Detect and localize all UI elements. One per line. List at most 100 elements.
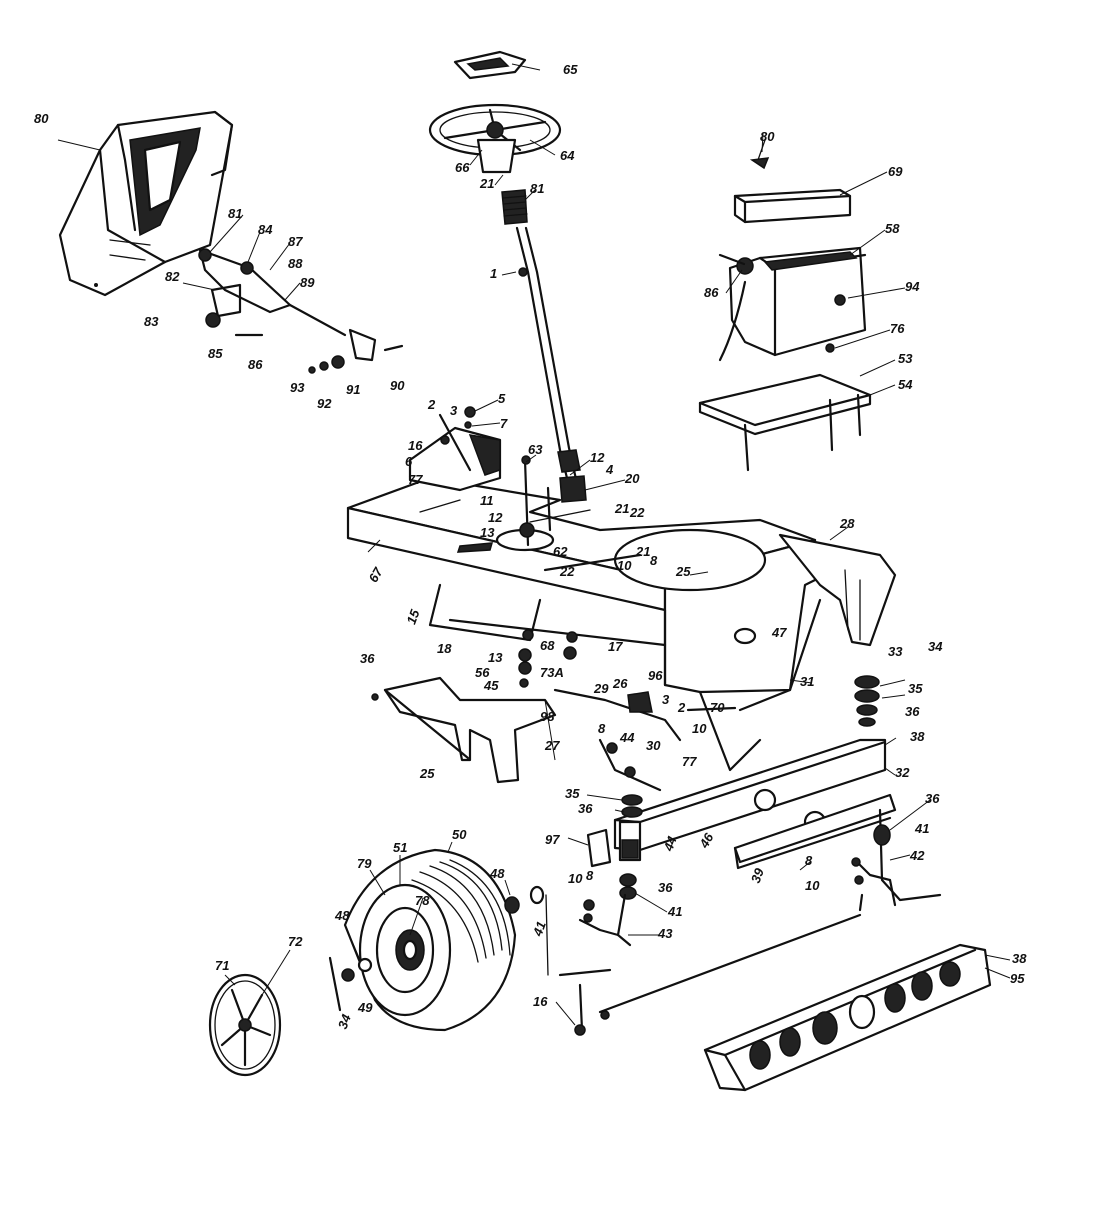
callout-87: 87	[288, 234, 303, 249]
callout-67: 67	[365, 564, 386, 585]
callout-8: 8	[805, 853, 813, 868]
steering-sector	[408, 406, 502, 492]
callout-90: 90	[390, 378, 405, 393]
seat-spring-bracket	[198, 248, 404, 374]
callout-54: 54	[898, 377, 913, 392]
callout-22: 22	[629, 505, 645, 520]
callout-11: 11	[480, 493, 494, 508]
callout-41: 41	[914, 821, 929, 836]
callout-10: 10	[805, 878, 820, 893]
callout-21: 21	[635, 544, 650, 559]
callout-72: 72	[288, 934, 303, 949]
callout-49: 49	[357, 1000, 373, 1015]
callout-98: 98	[540, 709, 555, 724]
callout-65: 65	[563, 62, 578, 77]
callout-36: 36	[925, 791, 940, 806]
callout-17: 17	[608, 639, 623, 654]
callout-32: 32	[895, 765, 910, 780]
callout-27: 27	[544, 738, 560, 753]
callout-63: 63	[528, 442, 543, 457]
callout-16: 16	[533, 994, 548, 1009]
callout-46: 46	[696, 830, 717, 852]
callout-70: 70	[710, 700, 725, 715]
callout-8: 8	[598, 721, 606, 736]
callout-10: 10	[692, 721, 707, 736]
callout-25: 25	[675, 564, 691, 579]
callout-50: 50	[452, 827, 467, 842]
callout-96: 96	[648, 668, 663, 683]
callout-36: 36	[905, 704, 920, 719]
callout-7: 7	[500, 416, 508, 431]
callout-12: 12	[488, 510, 503, 525]
callout-68: 68	[540, 638, 555, 653]
callout-66: 66	[455, 160, 470, 175]
callout-79: 79	[357, 856, 372, 871]
callout-13: 13	[488, 650, 503, 665]
callout-28: 28	[839, 516, 855, 531]
callout-2: 2	[427, 397, 436, 412]
callout-8: 8	[586, 868, 594, 883]
callout-38: 38	[1012, 951, 1027, 966]
callout-43: 43	[657, 926, 673, 941]
callout-48: 48	[489, 866, 505, 881]
leader-lines	[57, 63, 1011, 1026]
callout-41: 41	[530, 919, 549, 939]
callout-10: 10	[568, 871, 583, 886]
callout-36: 36	[658, 880, 673, 895]
callout-80: 80	[760, 129, 775, 144]
callout-12: 12	[590, 450, 605, 465]
callout-85: 85	[208, 346, 223, 361]
callout-22: 22	[559, 564, 575, 579]
callout-34: 34	[928, 639, 943, 654]
callout-1: 1	[490, 266, 497, 281]
callout-92: 92	[317, 396, 332, 411]
callout-86: 86	[704, 285, 719, 300]
callout-76: 76	[890, 321, 905, 336]
callout-69: 69	[888, 164, 903, 179]
tie-rod	[545, 893, 864, 1036]
callout-21: 21	[614, 501, 629, 516]
callout-36: 36	[360, 651, 375, 666]
callout-20: 20	[624, 471, 640, 486]
callout-78: 78	[415, 893, 430, 908]
right-spindle-parts	[851, 675, 942, 907]
callout-48: 48	[334, 908, 350, 923]
callout-31: 31	[800, 674, 814, 689]
battery-tray	[698, 373, 872, 472]
callout-8: 8	[650, 553, 658, 568]
callout-58: 58	[885, 221, 900, 236]
left-spindle-parts	[578, 794, 643, 947]
callout-3: 3	[662, 692, 670, 707]
callout-77: 77	[408, 472, 423, 487]
callout-47: 47	[771, 625, 787, 640]
callout-10: 10	[617, 558, 632, 573]
callout-13: 13	[480, 525, 495, 540]
main-frame	[346, 476, 897, 772]
front-bumper	[703, 943, 992, 1092]
callout-81: 81	[228, 206, 242, 221]
axle-support-bracket	[371, 676, 557, 784]
callout-labels: 80 81 84 87 88 89 82 83 85 86 93 92 91 9…	[34, 62, 1027, 1031]
callout-97: 97	[545, 832, 560, 847]
hubcap	[208, 973, 282, 1077]
callout-16: 16	[408, 438, 423, 453]
front-wheel	[328, 848, 545, 1032]
center-shaft	[518, 455, 578, 688]
callout-2: 2	[677, 700, 686, 715]
callout-35: 35	[565, 786, 580, 801]
callout-15: 15	[404, 607, 423, 626]
callout-64: 64	[560, 148, 575, 163]
callout-86: 86	[248, 357, 263, 372]
callout-91: 91	[346, 382, 360, 397]
callout-93: 93	[290, 380, 305, 395]
callout-53: 53	[898, 351, 913, 366]
callout-30: 30	[646, 738, 661, 753]
callout-82: 82	[165, 269, 180, 284]
callout-51: 51	[393, 840, 407, 855]
seat-assembly	[58, 110, 234, 297]
callout-89: 89	[300, 275, 315, 290]
drag-link	[553, 688, 737, 792]
callout-5: 5	[498, 391, 506, 406]
front-axle	[613, 738, 897, 870]
